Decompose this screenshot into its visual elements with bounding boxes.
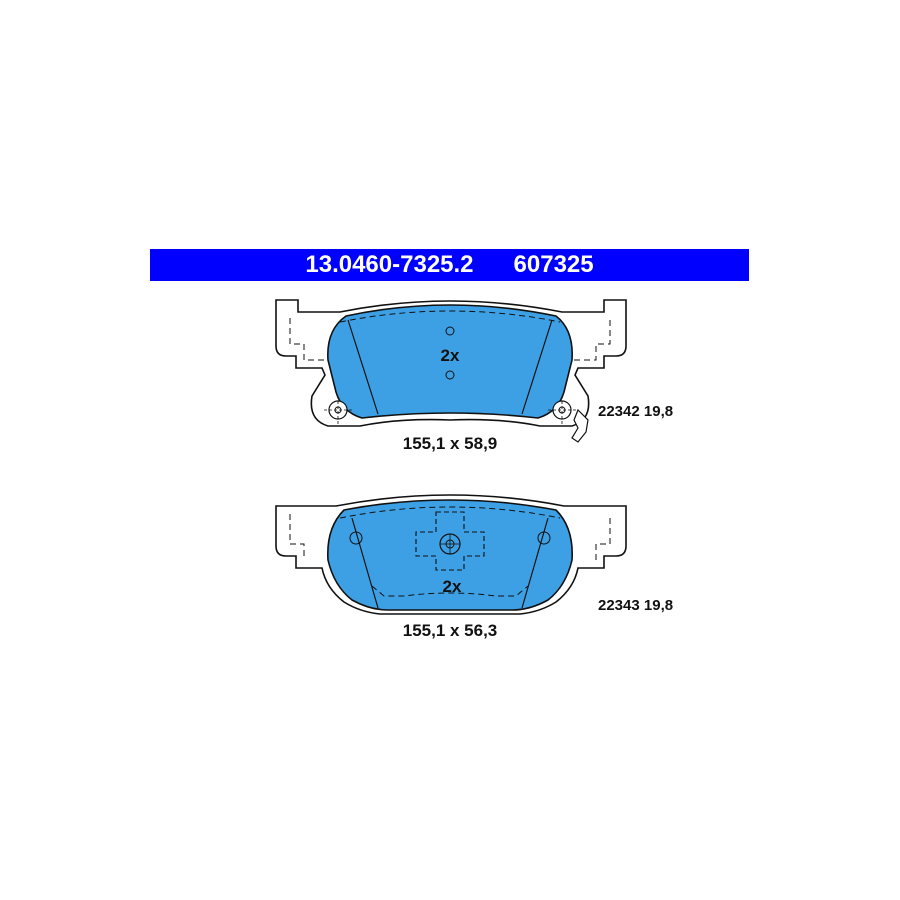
pad-bottom-ear-right: [537, 531, 551, 545]
pad-top-code: 22342 19,8: [598, 403, 673, 420]
pad-top-marker-lower: [445, 370, 455, 380]
pad-bottom-hidden-edge: [289, 514, 611, 560]
pad-bottom-code: 22343 19,8: [598, 597, 673, 614]
pad-top-wear-sensor: [571, 408, 589, 443]
pad-top-chamfer-right: [521, 319, 553, 415]
pad-top-chamfer-dash: [339, 310, 561, 323]
pad-bottom-chamfer-right: [521, 517, 549, 609]
pad-bottom-center-pin: [439, 533, 461, 555]
pad-bottom-ear-left: [349, 531, 363, 545]
part-number-banner: 13.0460-7325.2 607325: [150, 249, 749, 281]
pad-bottom-chamfer-dash: [339, 506, 561, 519]
pad-bottom-chamfer-left: [351, 517, 379, 609]
pad-top-friction-material: [327, 304, 573, 419]
pad-bottom-lower-dash: [371, 585, 529, 597]
pad-top-chamfer-left: [347, 319, 379, 415]
pad-top-quantity: 2x: [441, 346, 460, 365]
pad-bottom-dimensions: 155,1 x 56,3: [403, 621, 498, 640]
pad-top-marker-upper: [445, 326, 455, 336]
pad-top: 2x 155,1 x 58,9 22342 19,8: [275, 299, 673, 453]
pad-bottom-spring-clip: [415, 511, 485, 571]
pad-top-dimensions: 155,1 x 58,9: [403, 434, 498, 453]
article-number: 607325: [513, 251, 594, 278]
pad-top-hidden-edge: [289, 318, 611, 361]
pad-top-mount-hole-left: [324, 396, 352, 424]
pad-top-mount-hole-right: [548, 396, 576, 424]
part-number: 13.0460-7325.2: [305, 251, 474, 278]
pad-bottom-friction-material: [327, 499, 573, 611]
pad-bottom: 2x 155,1 x 56,3 22343 19,8: [275, 494, 673, 640]
pad-bottom-quantity: 2x: [443, 577, 462, 596]
